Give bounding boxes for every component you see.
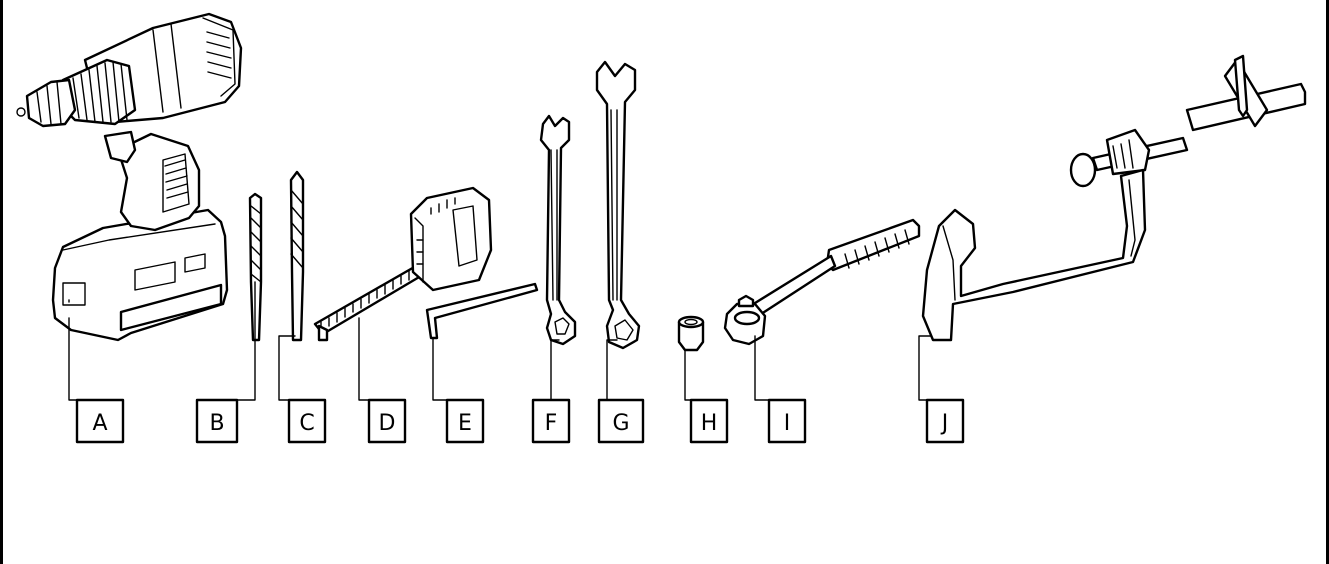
socket-icon — [677, 315, 705, 401]
small-combination-wrench-icon — [532, 114, 577, 401]
label-f-text: F — [545, 411, 558, 436]
label-c-text: C — [299, 411, 314, 436]
label-c: C — [287, 398, 327, 444]
label-b: B — [195, 398, 239, 444]
hex-key-icon — [425, 282, 539, 401]
small-drill-bit-icon — [236, 192, 263, 401]
label-j: J — [925, 398, 965, 444]
label-a: A — [75, 398, 125, 444]
label-a-text: A — [92, 411, 107, 436]
label-j-text: J — [940, 411, 949, 436]
label-f: F — [531, 398, 571, 444]
label-i: I — [767, 398, 807, 444]
label-d: D — [367, 398, 407, 444]
label-e-text: E — [458, 411, 472, 436]
label-d-text: D — [379, 411, 396, 436]
label-b-text: B — [209, 411, 224, 436]
clamp-icon — [918, 54, 1307, 401]
large-combination-wrench-icon — [595, 60, 641, 401]
ratchet-icon — [723, 218, 921, 401]
label-h: H — [689, 398, 729, 444]
label-g: G — [597, 398, 645, 444]
label-h-text: H — [701, 411, 718, 436]
label-e: E — [445, 398, 485, 444]
tools-illustration: A B C D E F G H I J — [16, 12, 1307, 444]
tape-measure-icon — [313, 186, 493, 401]
large-drill-bit-icon — [278, 170, 305, 401]
label-i-text: I — [784, 411, 791, 436]
cordless-drill-icon — [16, 12, 243, 401]
label-g-text: G — [612, 411, 629, 436]
